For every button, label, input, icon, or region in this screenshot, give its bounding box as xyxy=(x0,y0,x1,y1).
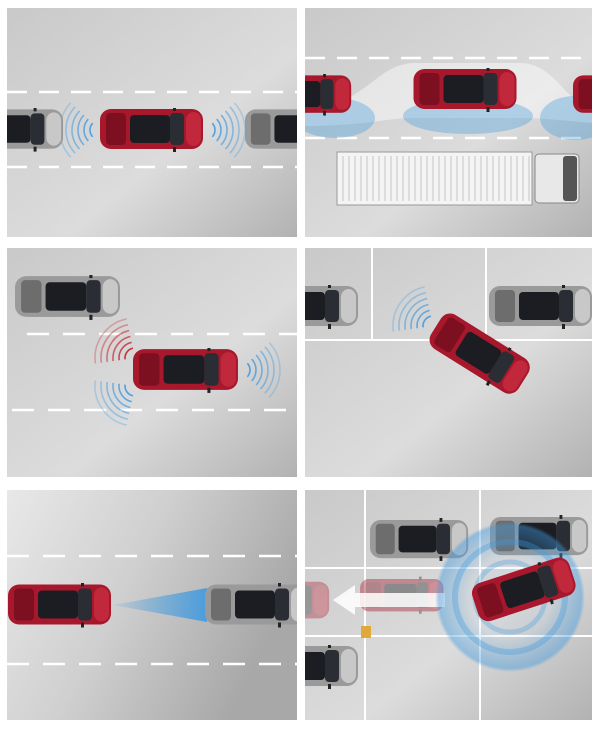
sensor-wave-arc xyxy=(65,106,76,154)
sensor-wave-arc xyxy=(77,114,85,146)
panel-blind-spot xyxy=(305,8,592,237)
grey-car xyxy=(15,275,120,320)
road xyxy=(305,248,592,477)
sensor-wave-arc xyxy=(251,358,257,382)
sensor-waves-rear xyxy=(94,380,134,426)
sensor-wave-arc xyxy=(112,382,131,409)
sensor-wave-arc xyxy=(112,335,131,362)
panel-park-assist xyxy=(305,248,592,477)
sensor-wave-arc xyxy=(118,383,132,403)
sensor-wave-arc xyxy=(118,341,132,361)
sensor-wave-arc xyxy=(268,342,281,398)
panel-forward-collision xyxy=(7,490,297,720)
red-car xyxy=(573,74,592,116)
red-car xyxy=(133,348,238,393)
sensor-waves-rear xyxy=(59,102,94,158)
grey-car xyxy=(205,583,297,628)
sensor-wave-arc xyxy=(398,291,427,331)
sensor-wave-arc xyxy=(392,286,425,332)
panel-adaptive-cruise xyxy=(7,8,297,237)
red-car xyxy=(413,68,517,112)
sensor-waves-front xyxy=(246,342,281,398)
sensor-wave-arc xyxy=(220,114,228,146)
sensor-wave-arc xyxy=(106,382,130,415)
sensor-ring xyxy=(452,539,568,655)
sensor-wave-arc xyxy=(410,303,429,330)
red-car xyxy=(8,583,111,628)
panel-lane-change xyxy=(7,248,297,477)
sensor-wave-arc xyxy=(83,118,89,142)
panel-rear-cross-traffic xyxy=(305,490,592,720)
sensor-wave-arc xyxy=(259,350,269,390)
radar-beam xyxy=(113,588,207,622)
sensor-wave-arc xyxy=(211,122,216,138)
sensor-wave-arc xyxy=(94,318,127,364)
sensor-waves-rear xyxy=(392,286,432,332)
grey-car xyxy=(245,108,297,152)
grey-car xyxy=(305,74,352,116)
sensor-wave-arc xyxy=(94,380,127,426)
sensor-wave-arc xyxy=(246,362,251,378)
grey-car xyxy=(305,285,358,329)
reverse-arrow xyxy=(333,585,445,615)
sensor-wave-arc xyxy=(89,122,94,138)
grey-car xyxy=(305,645,358,689)
grey-car xyxy=(305,580,330,622)
sensor-wave-arc xyxy=(255,354,263,386)
sensor-wave-arc xyxy=(216,118,222,142)
sensor-wave-arc xyxy=(404,297,428,330)
sensor-wave-arc xyxy=(224,110,234,150)
sensor-wave-arc xyxy=(124,384,134,397)
sensor-wave-arc xyxy=(100,381,129,421)
grey-car xyxy=(7,108,64,152)
sensor-wave-arc xyxy=(264,346,275,394)
sensor-wave-arc xyxy=(422,315,432,328)
sensor-wave-arc xyxy=(106,329,130,362)
sensor-wave-arc xyxy=(71,110,81,150)
sensor-wave-arc xyxy=(100,323,129,363)
sensor-wave-arc xyxy=(416,309,430,329)
obstacle-box xyxy=(361,626,371,638)
red-car xyxy=(100,108,203,152)
sensor-waves-warning xyxy=(94,318,134,364)
sensor-wave-arc xyxy=(229,106,240,154)
sensor-wave-arc xyxy=(124,347,134,360)
grey-car xyxy=(489,285,592,329)
truck xyxy=(336,151,580,206)
